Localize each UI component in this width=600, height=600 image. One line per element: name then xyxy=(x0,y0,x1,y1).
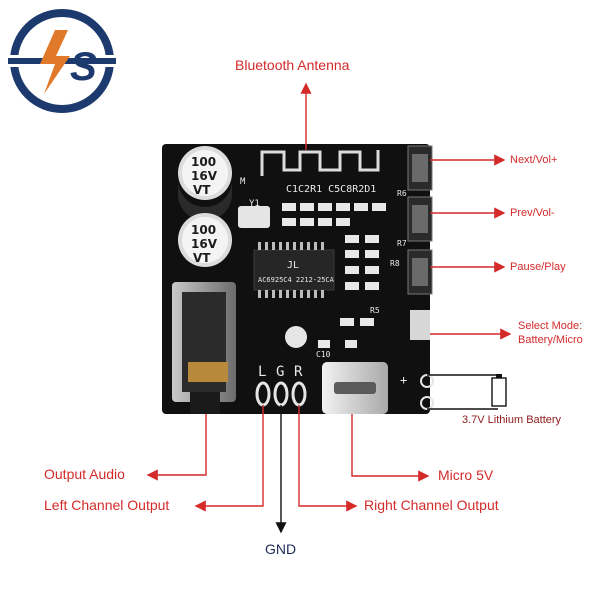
label-select-mode-options: Battery/Micro xyxy=(518,334,583,346)
ref-y1: Y1 xyxy=(249,199,260,209)
button-next xyxy=(407,145,433,191)
svg-text:VT: VT xyxy=(193,251,211,265)
button-prev xyxy=(407,196,433,242)
chip-marking: AC6925C4 2212-25CA xyxy=(258,276,335,284)
svg-text:100: 100 xyxy=(191,223,216,237)
arrow-micro-5v xyxy=(351,414,430,482)
label-lithium-battery: 3.7V Lithium Battery xyxy=(462,414,562,426)
ref-m: M xyxy=(240,177,246,187)
button-pause xyxy=(407,249,433,295)
svg-text:16V: 16V xyxy=(191,237,218,251)
pad-label-left: L xyxy=(258,364,266,380)
svg-text:16V: 16V xyxy=(191,169,218,183)
label-left-channel-output: Left Channel Output xyxy=(44,497,170,513)
capacitor-1: 100 16V VT xyxy=(178,146,232,221)
svg-text:R6: R6 xyxy=(397,189,407,198)
svg-text:S: S xyxy=(70,45,97,89)
svg-text:R7: R7 xyxy=(397,239,407,248)
svg-text:R5: R5 xyxy=(370,306,380,315)
antenna-trace xyxy=(260,150,380,176)
svg-text:+: + xyxy=(400,373,407,387)
arrow-right-channel xyxy=(298,405,358,512)
battery-icon xyxy=(491,374,507,407)
antenna-silk: C1C2R1 C5C8R2D1 xyxy=(286,184,376,195)
svg-text:100: 100 xyxy=(191,155,216,169)
label-output-audio: Output Audio xyxy=(44,466,125,482)
arrow-left-channel xyxy=(194,405,264,512)
smd-components xyxy=(282,203,386,348)
ref-c10: C10 xyxy=(316,350,331,359)
arrow-output-audio xyxy=(146,414,207,481)
micro-usb-port xyxy=(322,362,388,414)
label-select-mode: Select Mode: xyxy=(518,320,583,332)
label-pause-play: Pause/Play xyxy=(510,261,566,273)
label-prev-vol-down: Prev/Vol- xyxy=(510,207,555,219)
main-chip: JL AC6925C4 2212-25CA xyxy=(253,242,335,298)
svg-text:R8: R8 xyxy=(390,259,400,268)
svg-text:VT: VT xyxy=(193,183,211,197)
battery-wire xyxy=(427,374,498,410)
label-right-channel-output: Right Channel Output xyxy=(364,497,499,513)
leader-lines xyxy=(146,82,512,534)
brand-logo: S xyxy=(6,9,118,113)
audio-jack xyxy=(172,282,236,414)
label-bluetooth-antenna: Bluetooth Antenna xyxy=(235,57,350,73)
crystal xyxy=(238,206,270,228)
output-pads: L G R xyxy=(255,364,307,407)
label-gnd: GND xyxy=(265,541,297,557)
mounting-hole xyxy=(285,326,307,348)
label-micro-5v: Micro 5V xyxy=(438,467,494,483)
pad-label-right: R xyxy=(294,364,303,380)
capacitor-2: 100 16V VT xyxy=(178,213,232,267)
label-next-vol-up: Next/Vol+ xyxy=(510,154,558,166)
bluetooth-board: C1C2R1 C5C8R2D1 M Y1 100 16V VT 100 16V … xyxy=(162,144,434,414)
mode-switch xyxy=(410,310,430,340)
pad-label-ground: G xyxy=(276,364,284,380)
chip-logo: JL xyxy=(287,260,299,271)
